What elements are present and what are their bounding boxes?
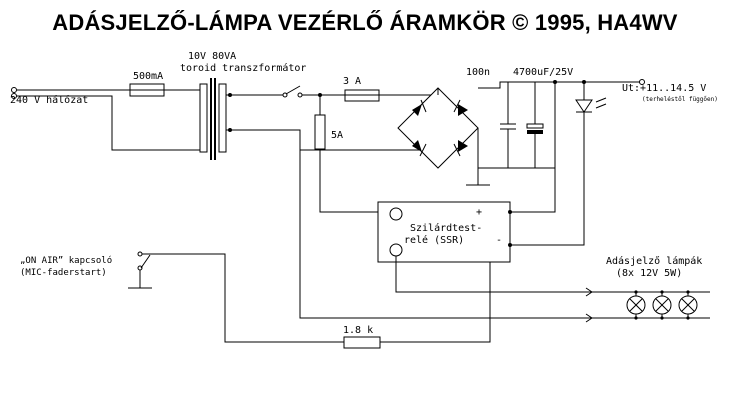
bridge-rectifier <box>397 87 490 186</box>
output-note-label: (terheléstől függően) <box>642 96 718 103</box>
lamp-icon <box>678 295 698 315</box>
fuse-primary-label: 500mA <box>133 71 163 82</box>
transformer-label-1: 10V 80VA <box>188 51 236 62</box>
lamps-label-2: (8x 12V 5W) <box>616 268 682 279</box>
cap-electrolytic-label: 4700uF/25V <box>513 67 573 78</box>
fuse-ssr-label: 5A <box>331 130 343 141</box>
lamp-return-wire <box>299 150 593 323</box>
fuse-primary: 500mA <box>129 71 200 97</box>
output-voltage-label: Ut:+11..14.5 V <box>622 83 706 94</box>
ssr-plus-label: + <box>476 207 482 218</box>
mains-label: 240 V hálózat <box>10 94 88 106</box>
lamp-icon <box>626 295 646 315</box>
resistor: 1.8 k <box>343 325 381 349</box>
solid-state-relay: Szilárdtest- relé (SSR) + - <box>377 201 593 343</box>
mains-input: 240 V hálózat <box>10 87 200 151</box>
fuse-secondary-label: 3 A <box>343 76 361 87</box>
transformer: 10V 80VA toroid transzformátor <box>180 51 306 160</box>
lamp-icon <box>652 295 672 315</box>
diagram-title: ADÁSJELZŐ-LÁMPA VEZÉRLŐ ÁRAMKÖR © 1995, … <box>52 10 678 35</box>
transformer-label-2: toroid transzformátor <box>180 62 306 74</box>
ssr-label-1: Szilárdtest- <box>410 222 482 234</box>
switch-label-1: „ON AIR” kapcsoló <box>20 255 112 266</box>
signal-lamps: Adásjelző lámpák (8x 12V 5W) <box>592 255 710 320</box>
switch-label-2: (MIC-faderstart) <box>20 268 107 278</box>
lamps-label-1: Adásjelző lámpák <box>606 255 702 267</box>
ssr-minus-label: - <box>496 235 502 246</box>
filter-stage: 100n 4700uF/25V Ut:+11..14.5 V (terhelés… <box>466 67 718 246</box>
on-air-switch: „ON AIR” kapcsoló (MIC-faderstart) <box>20 251 344 343</box>
fuse-secondary: 3 A <box>343 76 438 102</box>
fuse-ssr: 5A <box>314 95 378 213</box>
ssr-label-2: relé (SSR) <box>404 234 464 246</box>
cap-small-label: 100n <box>466 67 490 78</box>
resistor-label: 1.8 k <box>343 325 373 336</box>
